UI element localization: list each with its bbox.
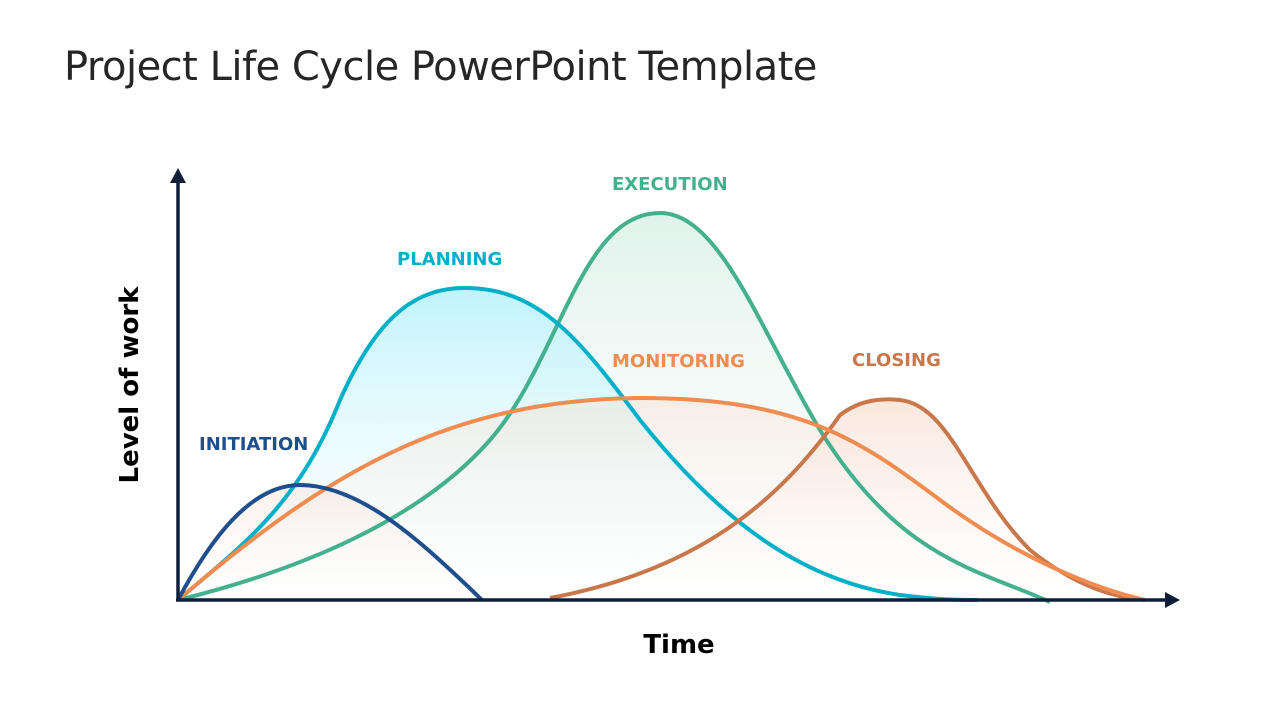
initiation-curve — [176, 482, 484, 602]
x-axis-label: Time — [643, 630, 714, 660]
planning-curve — [176, 285, 979, 602]
page-title: Project Life Cycle PowerPoint Template — [64, 44, 817, 90]
x-axis-arrow-icon — [1165, 592, 1180, 608]
y-axis-label: Level of work — [115, 286, 145, 484]
planning-label: PLANNING — [397, 249, 502, 270]
initiation-area — [178, 485, 482, 600]
closing-label: CLOSING — [852, 350, 941, 371]
execution-curve — [177, 210, 1051, 604]
monitoring-curve — [176, 395, 1146, 602]
y-axis-arrow-icon — [170, 168, 186, 183]
closing-area — [550, 399, 1145, 600]
initiation-label: INITIATION — [199, 434, 308, 455]
monitoring-label: MONITORING — [612, 351, 745, 372]
execution-label: EXECUTION — [612, 174, 728, 195]
